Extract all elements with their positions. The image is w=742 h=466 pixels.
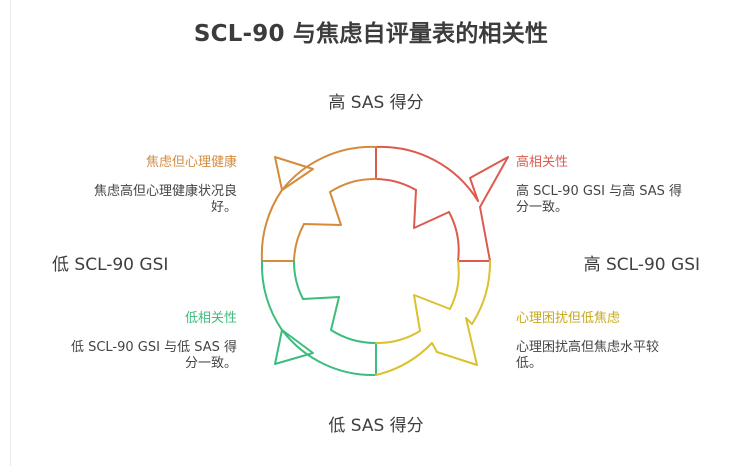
left-edge-divider [10, 0, 11, 466]
ring-segment-bottom-right [375, 260, 492, 376]
axis-label-top: 高 SAS 得分 [328, 93, 424, 113]
ring-top-left-outer-arc [281, 145, 377, 191]
quadrant-top-right-desc-line2: 分一致。 [516, 200, 569, 215]
ring-bottom-right-notch [413, 294, 451, 332]
quadrant-bottom-right-desc-line2: 低。 [516, 356, 543, 371]
ring-bottom-right-inner-arc-b [449, 260, 460, 310]
quadrant-top-left-title: 焦虑但心理健康 [145, 155, 237, 170]
quadrant-bottom-left-desc-line2: 分一致。 [184, 356, 237, 371]
ring-top-right-outer-arc [375, 145, 479, 202]
quadrant-top-right-desc-line1: 高 SCL-90 GSI 与高 SAS 得 [516, 184, 683, 199]
quadrant-top-left-desc-line2: 好。 [210, 200, 237, 215]
ring-top-left-inner-arc-a [293, 223, 305, 262]
ring-segment-bottom-left [260, 260, 377, 377]
ring-top-left-notch [303, 191, 342, 226]
ring-bottom-left-outer-arc-b [281, 329, 377, 377]
ring-bottom-right-inner-arc-a [375, 330, 421, 345]
axis-label-bottom: 低 SAS 得分 [328, 416, 424, 436]
quadrant-bottom-right-title: 心理困扰但低焦虑 [516, 311, 621, 326]
quadrant-bottom-left-desc-line1: 低 SCL-90 GSI 与低 SAS 得 [70, 340, 237, 355]
ring-segment-top-left [260, 145, 377, 262]
quadrant-top-left-desc: 焦虑高但心理健康状况良 好。 [47, 184, 237, 216]
ring-bottom-left-spike [274, 329, 314, 365]
quadrant-top-right-title: 高相关性 [516, 155, 569, 170]
ring-top-right-notch [413, 189, 450, 229]
quadrant-bottom-left-desc: 低 SCL-90 GSI 与低 SAS 得 分一致。 [37, 340, 237, 372]
ring-top-left-outer-arc-b [260, 189, 283, 262]
axis-label-left: 低 SCL-90 GSI [52, 255, 169, 275]
quadrant-top-left-desc-line1: 焦虑高但心理健康状况良 [93, 184, 237, 199]
quadrant-bottom-right-desc: 心理困扰高但焦虑水平较 低。 [516, 340, 706, 372]
ring-top-right-spike [469, 156, 509, 262]
page-title: SCL-90 与焦虑自评量表的相关性 [193, 21, 549, 47]
ring-bottom-right-outer-arc-b [375, 342, 433, 376]
ring-top-right-inner-arc-a [375, 178, 417, 191]
ring-top-left-spike [274, 156, 314, 191]
axis-label-right: 高 SCL-90 GSI [583, 255, 700, 275]
ring-bottom-left-inner-arc-b [292, 260, 304, 300]
ring-bottom-right-outer-arc [471, 260, 492, 325]
ring-bottom-left-outer-arc [260, 260, 283, 331]
ring-top-left-inner-arc-b [329, 177, 377, 193]
ring-bottom-right-spike [431, 317, 478, 366]
ring-top-right-inner-arc-b [448, 211, 460, 262]
ring-bottom-left-notch [302, 296, 340, 331]
quadrant-bottom-left-title: 低相关性 [184, 311, 237, 326]
ring-bottom-left-inner-arc-a [330, 329, 377, 345]
quadrant-top-right-desc: 高 SCL-90 GSI 与高 SAS 得 分一致。 [516, 184, 716, 216]
quadrant-bottom-right-desc-line1: 心理困扰高但焦虑水平较 [516, 340, 660, 355]
ring-segment-top-right [375, 145, 509, 262]
